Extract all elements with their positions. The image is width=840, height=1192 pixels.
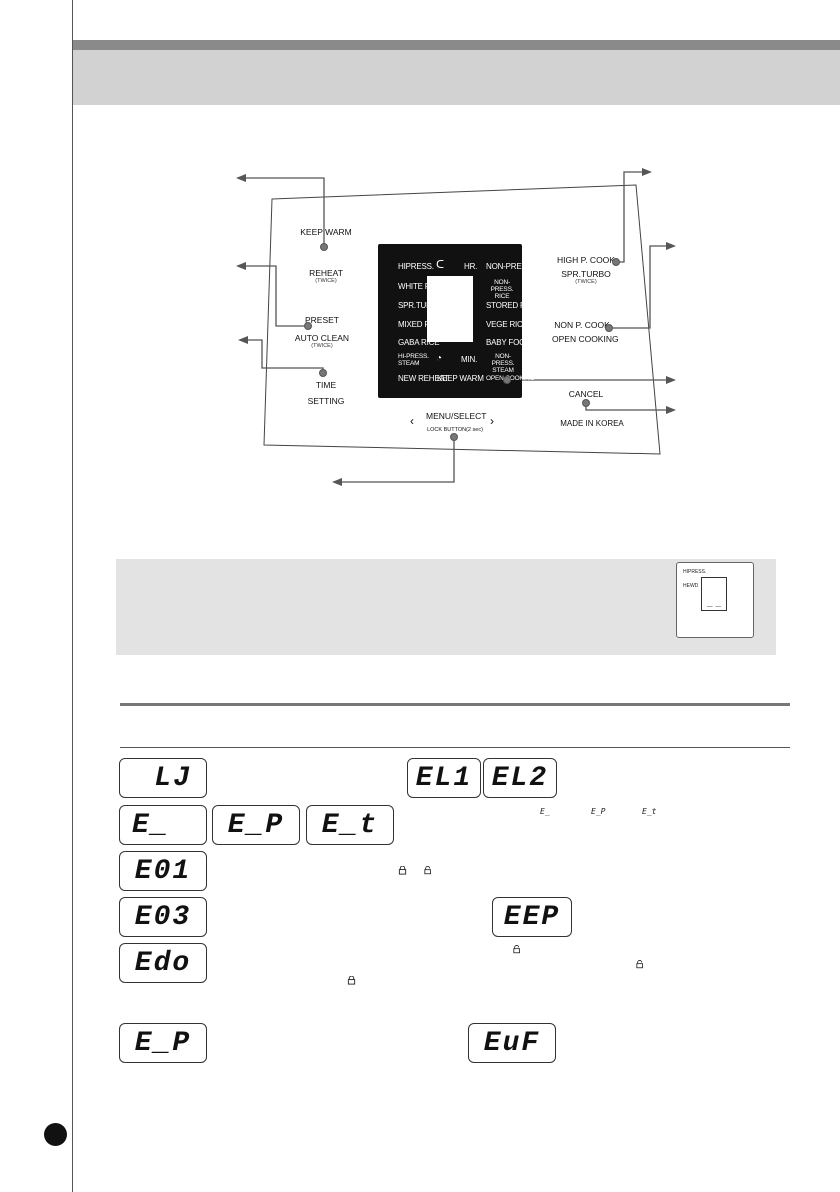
display-label-hr: HR. xyxy=(464,262,478,271)
display-label-gaba-rice: GABA RICE xyxy=(398,338,440,347)
error-code-edo: Edo xyxy=(119,943,207,983)
panel-outline xyxy=(263,184,661,455)
high-p-cook-button-dot[interactable] xyxy=(612,258,620,266)
non-p-cook-button-dot[interactable] xyxy=(605,324,613,332)
reheat-button-label: REHEAT (TWICE) xyxy=(309,268,343,284)
preset-button-dot[interactable] xyxy=(304,322,312,330)
lock-button-label: LOCK BUTTON(2 sec) xyxy=(427,427,483,433)
display-label-new-reheat: NEW REHEAT xyxy=(398,374,449,383)
display-label-spr-turbo: SPR.TURBO xyxy=(398,301,443,310)
menu-select-label: MENU/SELECT xyxy=(426,411,487,421)
preset-label: PRESET xyxy=(304,315,339,325)
display-label-mixed-rice: MIXED RICE xyxy=(398,320,443,329)
error-code-euf: EuF xyxy=(468,1023,556,1063)
error-code-e-blank: E_ xyxy=(119,805,207,845)
menu-left-arrow[interactable]: ‹ xyxy=(410,414,414,428)
cancel-button[interactable]: CANCEL xyxy=(566,389,606,399)
error-code-lj: LJ xyxy=(119,758,207,798)
spr-turbo-button-label: SPR.TURBO (TWICE) xyxy=(561,269,611,285)
display-label-stored-rice: STORED RICE xyxy=(486,301,539,310)
display-label-baby-food: BABY FOOD xyxy=(486,338,531,347)
menu-select-button[interactable]: MENU/SELECT xyxy=(426,411,487,421)
pot-icon: ᑕ xyxy=(436,259,444,271)
page-number-dot xyxy=(44,1123,67,1146)
preset-button[interactable]: PRESET xyxy=(290,315,354,325)
error-code-e-p: E_P xyxy=(212,805,300,845)
setting-button-label: SETTING xyxy=(307,396,345,406)
note-box xyxy=(116,559,776,655)
display-label-keep-warm: KEEP WARM xyxy=(437,374,484,383)
display-label-non-press-steam: NON-PRESS. STEAM xyxy=(491,353,515,374)
display-label-hipress-steam: HI-PRESS. STEAM xyxy=(398,353,429,367)
clock-icon: ◔ xyxy=(436,353,442,364)
lcd-display-window xyxy=(427,276,473,342)
lock-open-icon xyxy=(424,866,431,875)
error-code-ref-e-t: E_t xyxy=(642,807,657,816)
lock-closed-icon xyxy=(398,866,407,875)
keep-warm-label: KEEP WARM xyxy=(300,227,352,237)
menu-right-arrow[interactable]: › xyxy=(490,414,494,428)
header-bar-dark xyxy=(73,40,840,50)
non-p-cook-button[interactable]: NON P. COOK xyxy=(552,320,612,330)
open-cooking-indicator-dot xyxy=(503,376,511,384)
table-header-rule xyxy=(120,747,790,748)
keep-warm-button-dot[interactable] xyxy=(320,243,328,251)
display-label-min: MIN. xyxy=(461,355,478,364)
callout-cancel xyxy=(585,403,672,411)
keep-warm-button[interactable]: KEEP WARM xyxy=(296,227,356,237)
callout-menu xyxy=(336,437,455,483)
display-label-vege-rice: VEGE RICE xyxy=(486,320,528,329)
made-in-label: MADE IN KOREA xyxy=(560,419,624,428)
display-label-white-rice: WHITE RICE xyxy=(398,282,444,291)
error-code-e03: E03 xyxy=(119,897,207,937)
callout-high-p xyxy=(616,171,648,263)
error-code-e-t: E_t xyxy=(306,805,394,845)
callout-non-p xyxy=(609,245,672,329)
mini-display: HIPRESS. HEWD _ _ xyxy=(676,562,754,638)
open-cooking-button-label: OPEN COOKING xyxy=(552,334,619,344)
high-p-cook-button[interactable]: HIGH P. COOK xyxy=(556,255,616,265)
cancel-label: CANCEL xyxy=(568,389,604,399)
table-top-rule xyxy=(120,703,790,706)
menu-select-button-dot[interactable] xyxy=(450,433,458,441)
high-p-cook-label: HIGH P. COOK xyxy=(557,255,615,265)
lock-closed-icon xyxy=(347,976,356,985)
non-p-cook-label: NON P. COOK xyxy=(554,320,610,330)
callout-preset xyxy=(240,265,308,327)
header-bar xyxy=(73,50,840,105)
display-label-non-press-rice: NON-PRESS. RICE xyxy=(490,279,514,300)
cancel-button-dot[interactable] xyxy=(582,399,590,407)
mini-display-top-label: HIPRESS. xyxy=(683,569,707,575)
lock-open-icon xyxy=(636,960,643,969)
lock-open-icon xyxy=(513,945,520,954)
error-code-e-p-2: E_P xyxy=(119,1023,207,1063)
display-label-hipress: HIPRESS. xyxy=(398,262,434,271)
mini-display-side-label: HEWD xyxy=(683,583,699,589)
display-label-non-press: NON-PRESS. xyxy=(486,262,534,271)
error-code-e01: E01 xyxy=(119,851,207,891)
left-margin-rule xyxy=(72,0,73,1192)
callout-keep-warm xyxy=(240,177,325,246)
time-label: TIME xyxy=(315,380,337,390)
mini-display-value: _ _ xyxy=(707,597,721,608)
error-code-el2: EL2 xyxy=(483,758,557,798)
panel-diagram xyxy=(236,168,676,486)
error-code-eep: EEP xyxy=(492,897,572,937)
error-code-ref-e-blank: E_ xyxy=(540,807,550,816)
time-button-dot[interactable] xyxy=(319,369,327,377)
time-button[interactable]: TIME xyxy=(296,380,356,390)
error-code-ref-e-p: E_P xyxy=(591,807,606,816)
error-code-el1: EL1 xyxy=(407,758,481,798)
auto-clean-button-label: AUTO CLEAN (TWICE) xyxy=(294,333,350,349)
mini-display-window: _ _ xyxy=(701,577,727,611)
